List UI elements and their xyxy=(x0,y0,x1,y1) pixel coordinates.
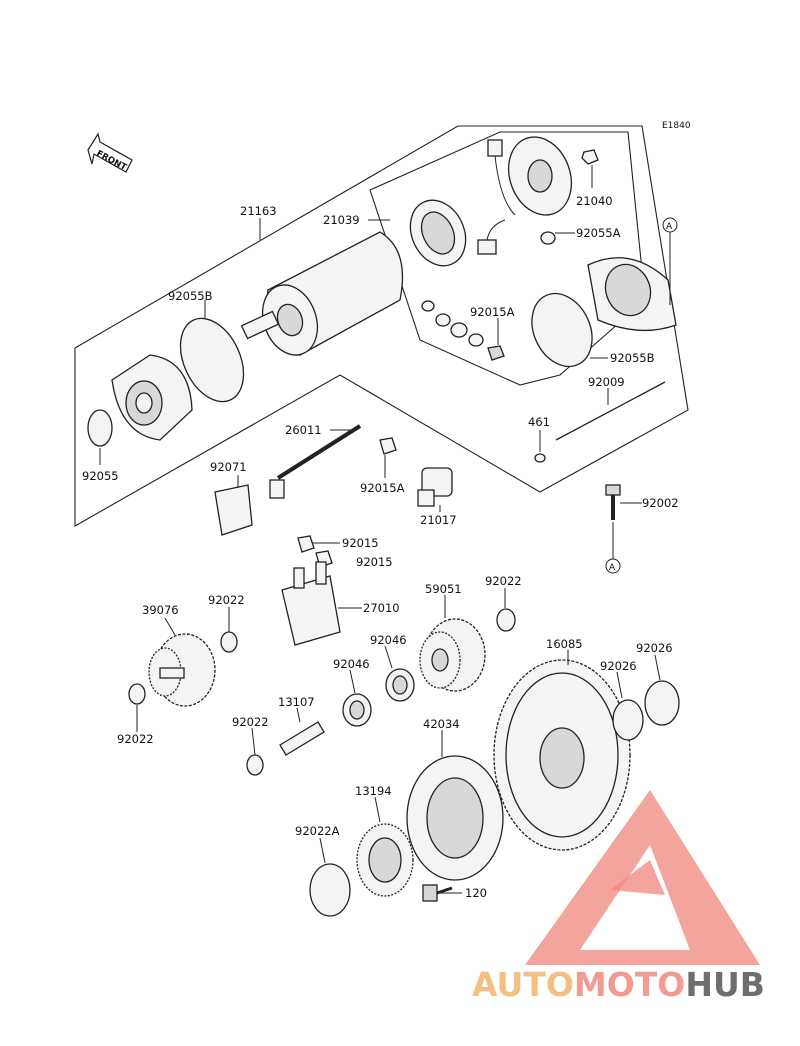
washer-92022-left xyxy=(128,683,146,705)
label-59051: 59051 xyxy=(425,582,462,596)
starter-clutch-42034 xyxy=(406,755,504,881)
label-92009: 92009 xyxy=(588,375,625,389)
label-92026-left: 92026 xyxy=(600,659,637,673)
label-92022-left: 92022 xyxy=(117,732,154,746)
rear-cover xyxy=(587,257,677,332)
cap-21017 xyxy=(417,467,453,507)
callout-a-top: A xyxy=(662,217,678,305)
svg-text:A: A xyxy=(609,563,616,573)
washer-92022-top xyxy=(220,631,238,653)
label-92022-mid: 92022 xyxy=(232,715,269,729)
label-21040: 21040 xyxy=(576,194,613,208)
needle-bearing-92046-left xyxy=(342,693,372,727)
starter-clutch-gear-16085 xyxy=(493,659,631,851)
label-92015-a: 92015 xyxy=(342,536,379,550)
front-arrow-icon: FRONT xyxy=(87,132,133,173)
watermark-moto: MOTO xyxy=(574,965,685,1004)
nut-92015-a xyxy=(297,535,315,553)
label-13194: 13194 xyxy=(355,784,392,798)
label-120: 120 xyxy=(465,886,487,900)
diagram-code: E1840 xyxy=(662,121,691,131)
shim-92026-left xyxy=(612,699,644,741)
brush-plate xyxy=(477,136,572,255)
shim-92026-right xyxy=(644,680,680,726)
watermark-hub: HUB xyxy=(685,965,765,1004)
washer-stack-92015a xyxy=(421,300,505,361)
label-39076: 39076 xyxy=(142,603,179,617)
label-92022a: 92022A xyxy=(295,824,340,838)
o-ring-92055b-left xyxy=(179,317,245,403)
label-21039: 21039 xyxy=(323,213,360,227)
nut-92015a-lower xyxy=(379,437,397,455)
terminal-26011 xyxy=(269,424,362,499)
through-bolt-92009 xyxy=(555,381,666,441)
o-ring-92055 xyxy=(87,409,113,447)
nut-21040 xyxy=(581,149,599,165)
gear-59051 xyxy=(419,618,486,692)
label-21017: 21017 xyxy=(420,513,457,527)
label-92071: 92071 xyxy=(210,460,247,474)
shaft-13107 xyxy=(279,721,325,756)
label-92046-right: 92046 xyxy=(370,633,407,647)
label-92055b-right: 92055B xyxy=(610,351,655,365)
label-92022-top: 92022 xyxy=(208,593,245,607)
o-ring-92055a xyxy=(540,231,556,245)
label-92002: 92002 xyxy=(642,496,679,510)
washer-92022a xyxy=(309,863,351,917)
label-42034: 42034 xyxy=(423,717,460,731)
label-92022-right: 92022 xyxy=(485,574,522,588)
starter-relay-27010 xyxy=(281,561,341,646)
label-27010: 27010 xyxy=(363,601,400,615)
watermark-text: AUTOMOTOHUB xyxy=(472,965,765,1004)
bolt-92002 xyxy=(605,484,621,520)
watermark-auto: AUTO xyxy=(472,965,574,1004)
label-21163: 21163 xyxy=(240,204,277,218)
boot-92071 xyxy=(214,484,253,536)
starter-motor xyxy=(240,231,404,356)
label-461: 461 xyxy=(528,415,550,429)
label-16085: 16085 xyxy=(546,637,583,651)
label-92055b-left: 92055B xyxy=(168,289,213,303)
label-13107: 13107 xyxy=(278,695,315,709)
one-way-clutch-13194 xyxy=(356,823,414,897)
label-92015a-lower: 92015A xyxy=(360,481,405,495)
label-92055: 92055 xyxy=(82,469,119,483)
label-92055a: 92055A xyxy=(576,226,621,240)
callout-a-bottom: A xyxy=(605,522,621,574)
o-ring-92055b-right xyxy=(531,292,593,368)
label-92026-right: 92026 xyxy=(636,641,673,655)
watermark-logo: AUTOMOTOHUB xyxy=(472,790,765,1004)
brush-holder xyxy=(409,199,467,267)
bolt-120 xyxy=(422,884,453,902)
label-92015-b: 92015 xyxy=(356,555,393,569)
label-92015a-upper: 92015A xyxy=(470,305,515,319)
svg-text:A: A xyxy=(666,222,673,232)
part-labels: 21163 21039 21040 92055A 92055B 92015A 9… xyxy=(82,194,679,900)
idle-gear-39076 xyxy=(148,633,216,707)
starter-assembly-frame xyxy=(74,125,689,527)
o-ring-461 xyxy=(534,453,546,463)
needle-bearing-92046-right xyxy=(385,668,415,702)
washer-92022-mid xyxy=(246,754,264,776)
label-92046-left: 92046 xyxy=(333,657,370,671)
label-26011: 26011 xyxy=(285,423,322,437)
leader-lines xyxy=(99,165,661,894)
washer-92022-right xyxy=(496,608,516,632)
front-cover xyxy=(111,354,193,441)
